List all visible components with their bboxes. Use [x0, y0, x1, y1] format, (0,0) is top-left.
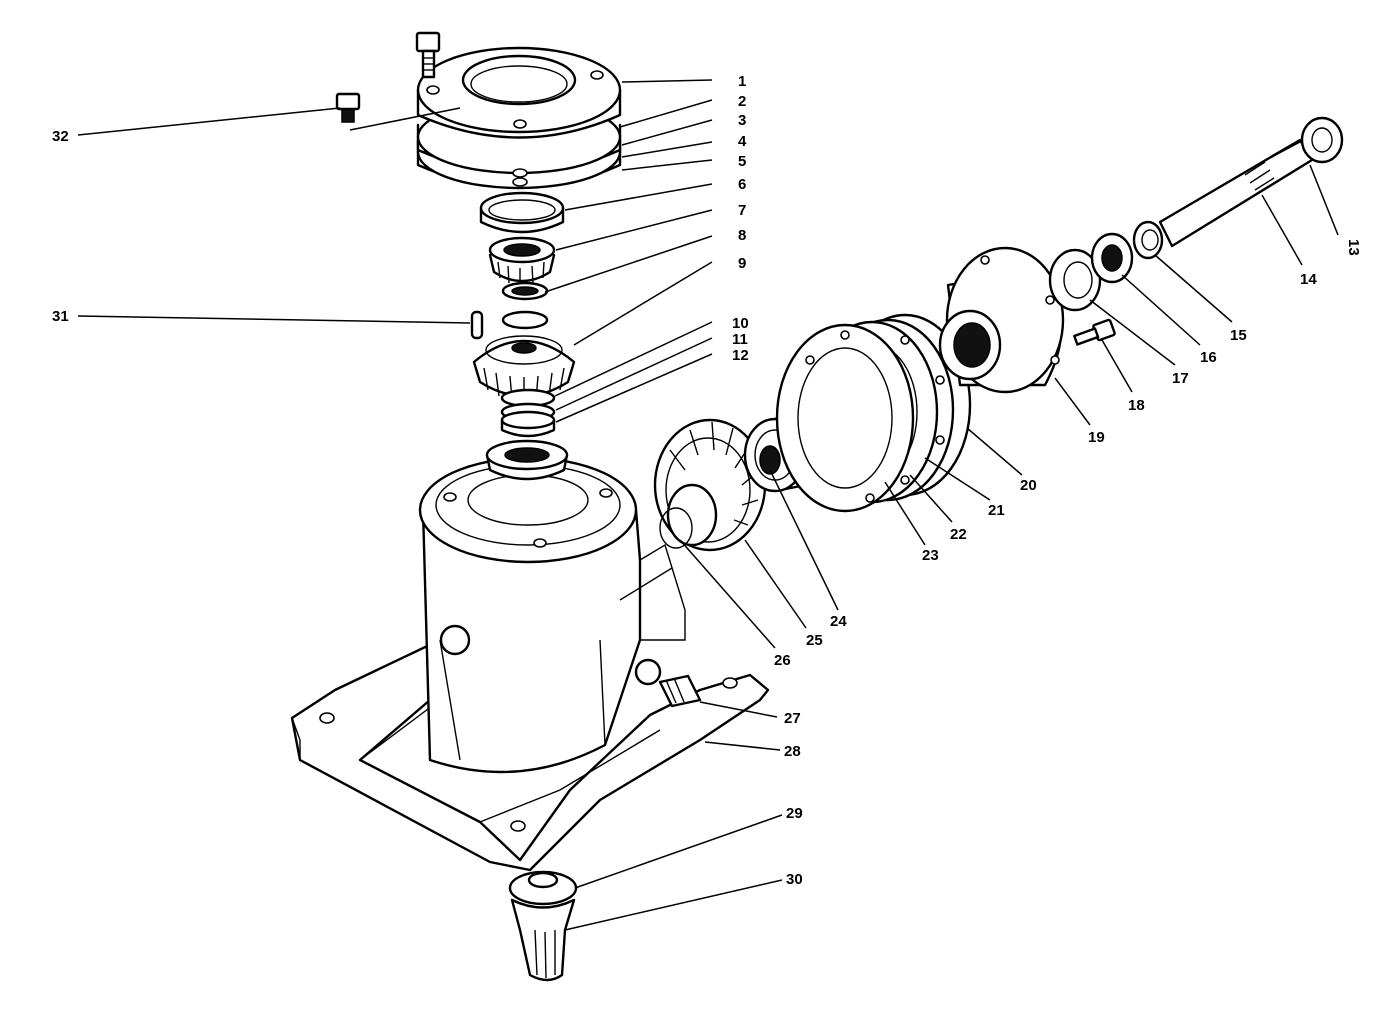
callout-28: 28 — [784, 743, 801, 760]
callout-21: 21 — [988, 502, 1005, 519]
vent-plug — [335, 92, 361, 123]
callout-10: 10 — [732, 315, 749, 332]
callout-9: 9 — [738, 255, 746, 272]
tapered-roller-bearing — [488, 236, 556, 285]
spacer-washer — [501, 310, 549, 330]
base-mount-hole — [319, 712, 335, 724]
top-cover-stack — [416, 46, 622, 190]
spacer-collar — [500, 410, 556, 430]
vertical-bevel-gear — [472, 335, 576, 401]
callout-12: 12 — [732, 347, 749, 364]
bottom-seal — [508, 870, 578, 906]
lower-bearing — [485, 439, 569, 481]
callout-27: 27 — [784, 710, 801, 727]
dowel-pin — [470, 310, 484, 340]
base-mount-hole — [510, 820, 526, 832]
callout-labels: 1 2 3 4 5 6 7 8 9 10 11 12 13 14 15 16 1… — [52, 73, 1362, 888]
callout-6: 6 — [738, 176, 746, 193]
shaft-nut — [1300, 116, 1344, 164]
callout-13: 13 — [1345, 239, 1362, 256]
callout-15: 15 — [1230, 327, 1247, 344]
callout-14: 14 — [1300, 271, 1317, 288]
callout-5: 5 — [738, 153, 746, 170]
leader-lines — [77, 79, 1339, 931]
callout-3: 3 — [738, 112, 746, 129]
base-mount-hole — [722, 677, 738, 689]
bearing-cup — [479, 191, 565, 234]
bearing-housing — [938, 246, 1065, 394]
shaft-bearing — [1090, 232, 1134, 284]
callout-24: 24 — [830, 613, 847, 630]
grease-fitting — [658, 674, 702, 708]
callout-8: 8 — [738, 227, 746, 244]
horizontal-bevel-gear — [653, 418, 767, 552]
retaining-ring — [1132, 220, 1164, 260]
callout-26: 26 — [774, 652, 791, 669]
callout-23: 23 — [922, 547, 939, 564]
callout-25: 25 — [806, 632, 823, 649]
callout-16: 16 — [1200, 349, 1217, 366]
callout-29: 29 — [786, 805, 803, 822]
callout-4: 4 — [738, 133, 747, 150]
callout-1: 1 — [738, 73, 746, 90]
callout-18: 18 — [1128, 397, 1145, 414]
output-spline-shaft — [510, 898, 576, 982]
callout-22: 22 — [950, 526, 967, 543]
oil-seal — [1048, 248, 1102, 312]
callout-7: 7 — [738, 202, 746, 219]
callout-11: 11 — [732, 331, 748, 348]
flange-gasket-stack — [775, 313, 972, 513]
cap-bolt — [415, 31, 441, 79]
callout-20: 20 — [1020, 477, 1037, 494]
callout-19: 19 — [1088, 429, 1105, 446]
callout-31: 31 — [52, 308, 69, 325]
callout-30: 30 — [786, 871, 803, 888]
flange-bolt — [1073, 318, 1116, 346]
callout-2: 2 — [738, 93, 746, 110]
callout-17: 17 — [1172, 370, 1189, 387]
input-shaft — [1158, 138, 1314, 248]
callout-32: 32 — [52, 128, 69, 145]
